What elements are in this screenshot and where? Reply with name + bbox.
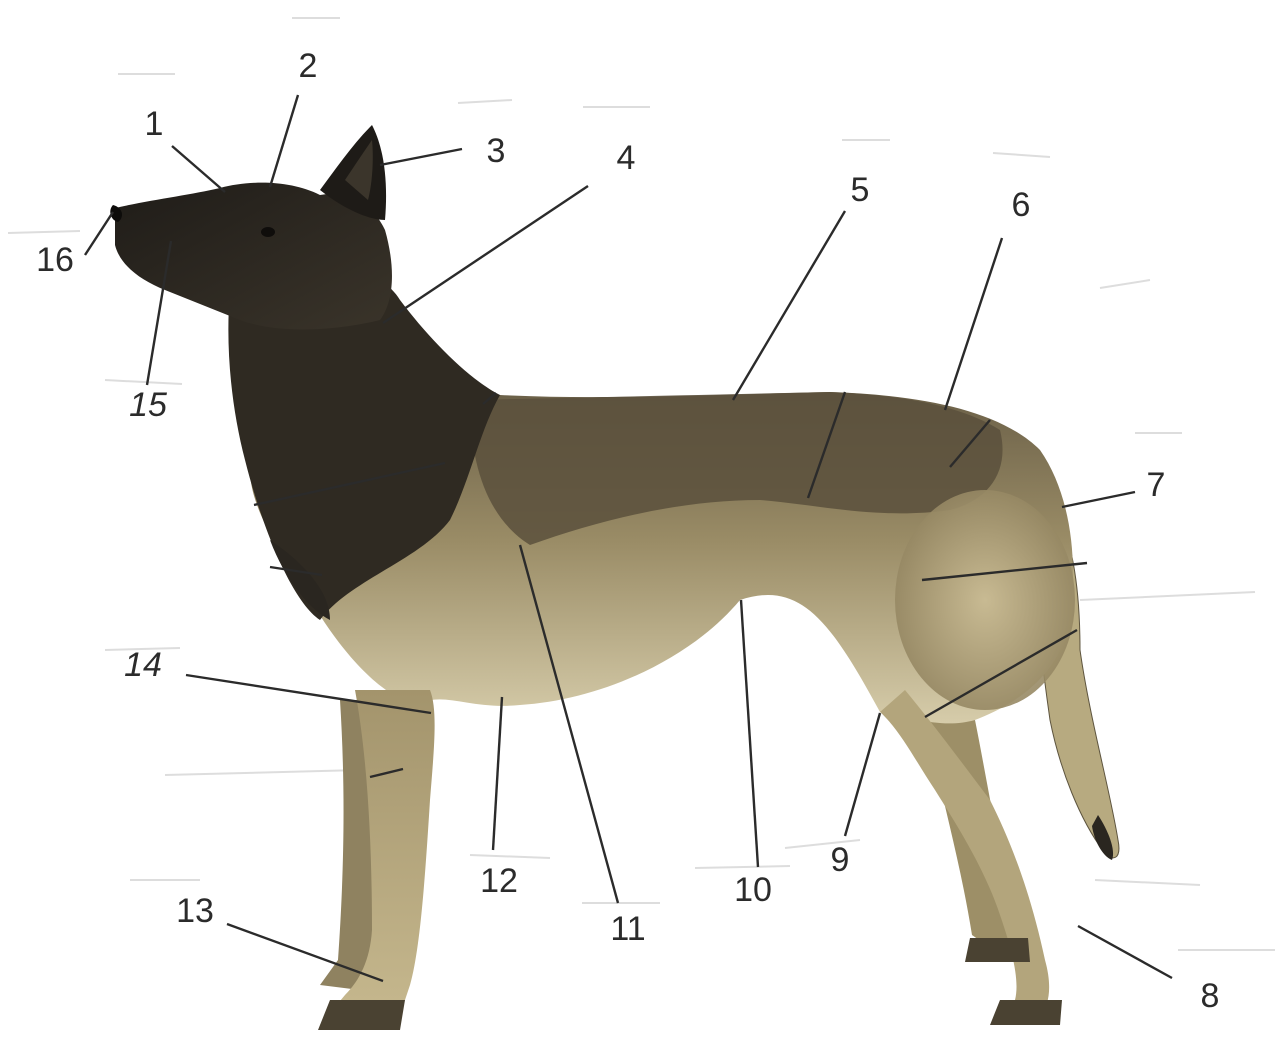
label-12: 12 [480,864,518,898]
label-7: 7 [1147,468,1166,502]
leader-line-10 [741,600,758,867]
leader-line-9 [845,713,880,836]
label-5: 5 [851,173,870,207]
leader-line-2 [270,95,298,187]
leader-line-3 [380,149,462,165]
label-15: 15 [129,388,167,422]
label-14: 14 [124,648,162,682]
label-8: 8 [1201,979,1220,1013]
label-6: 6 [1012,188,1031,222]
leader-line-7 [1062,492,1135,507]
label-4: 4 [617,141,636,175]
leader-line-16 [85,212,113,255]
dog-thigh [895,490,1075,710]
label-9: 9 [831,843,850,877]
leader-line-4 [383,186,588,323]
label-3: 3 [487,134,506,168]
leader-line-6 [945,238,1002,410]
leader-line-1 [172,146,225,192]
label-1: 1 [145,107,164,141]
leader-line-12 [493,697,502,850]
leader-line-8 [1078,926,1172,978]
label-16: 16 [36,243,74,277]
label-10: 10 [734,873,772,907]
label-13: 13 [176,894,214,928]
label-2: 2 [299,49,318,83]
label-11: 11 [610,912,645,946]
leader-line-5 [733,211,845,400]
